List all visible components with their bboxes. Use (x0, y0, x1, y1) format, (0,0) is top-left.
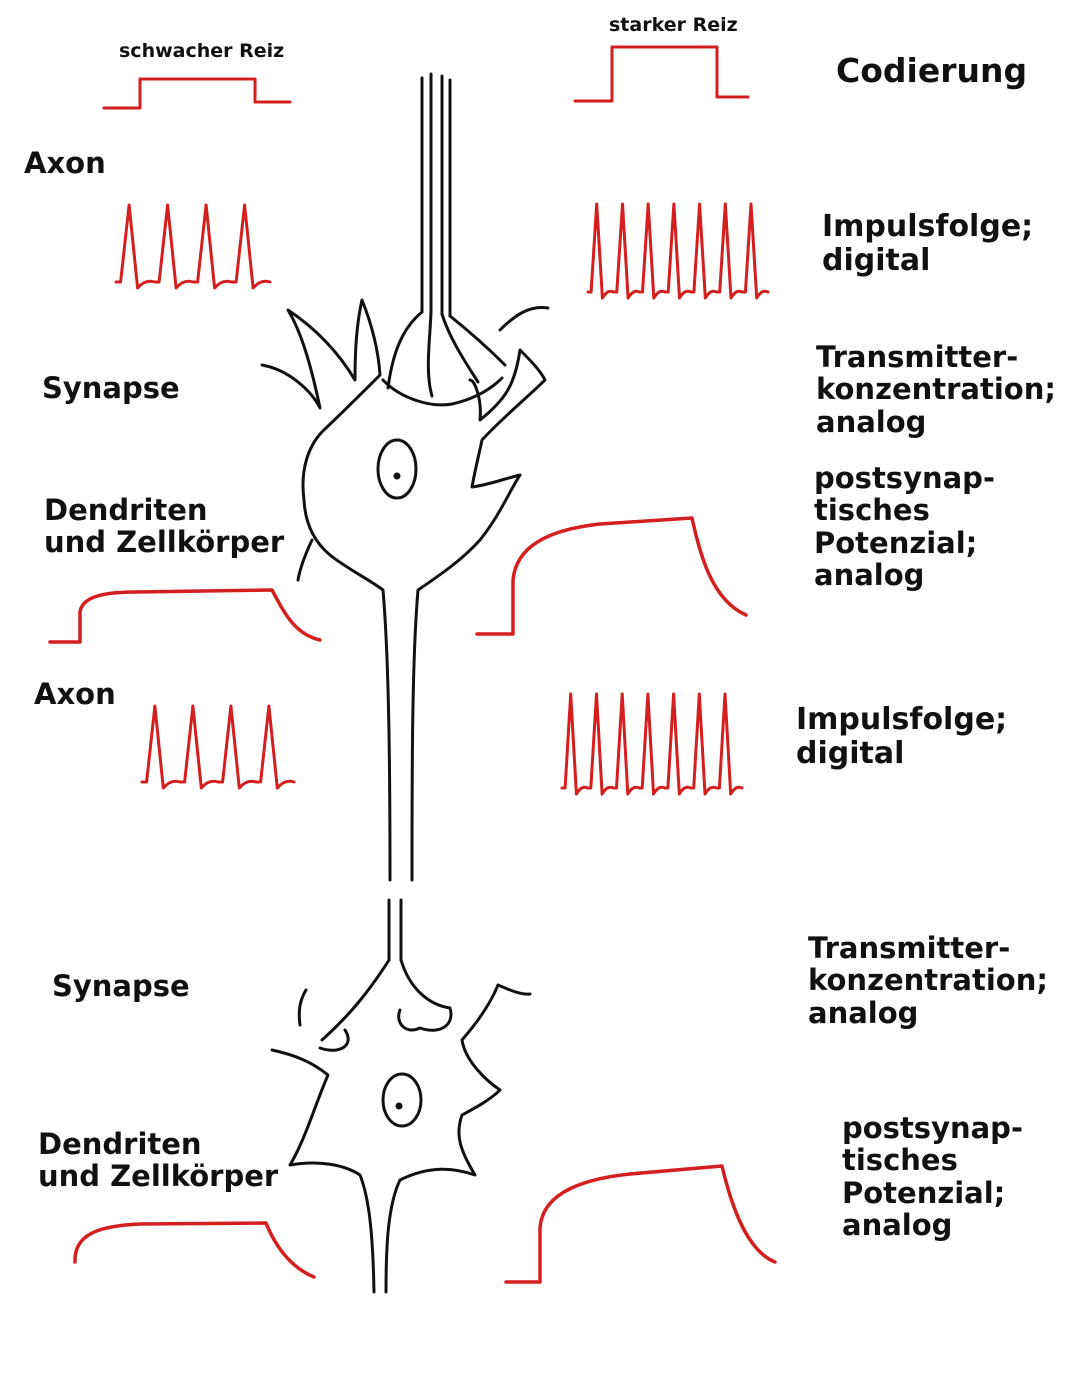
postsynaptic-label-2-line-4: analog (842, 1208, 953, 1243)
lower-neuron (270, 898, 532, 1294)
weak-stimulus-trace (102, 77, 292, 110)
synapse-label-2: Synapse (52, 969, 190, 1003)
strong-axon-2-spikes (560, 692, 744, 796)
transmitter-label-2-line-2: konzentration; (808, 963, 1048, 998)
upper-cell-body (260, 298, 547, 882)
transmitter-label-2-line-1: Transmitter- (808, 931, 1011, 965)
dendrites-label-1: Dendriten und Zellkörper (44, 494, 284, 559)
lower-nucleus (381, 1072, 423, 1128)
postsynaptic-label-2: postsynap- tisches Potenzial; analog (842, 1112, 1023, 1242)
strong-axon-1-spikes (586, 202, 770, 300)
lower-cell-body (270, 983, 532, 1294)
upper-nucleus (376, 438, 418, 500)
dendrites-label-2-line-2: und Zellkörper (38, 1159, 279, 1194)
psp-curve-strong-2 (504, 1164, 777, 1284)
lower-synaptic-terminal (318, 958, 453, 1052)
impulse-label-2-line-1: Impulsfolge; (796, 702, 1008, 737)
synaptic-terminal (381, 310, 507, 407)
axon-label-2: Axon (34, 677, 116, 711)
axon-label-1: Axon (24, 146, 106, 180)
axon-impulse-train-strong-2 (560, 692, 744, 796)
dendrites-label-1-line-2: und Zellkörper (44, 525, 285, 560)
postsynaptic-label-2-line-3: Potenzial; (842, 1175, 1006, 1210)
postsynaptic-label-2-line-2: tisches (842, 1143, 958, 1178)
impulse-label-1-line-1: Impulsfolge; (822, 209, 1034, 244)
weak-stimulus-label: schwacher Reiz (119, 40, 285, 62)
upper-right-branch (498, 305, 550, 332)
transmitter-label-1-line-1: Transmitter- (816, 340, 1019, 374)
transmitter-label-1-line-2: konzentration; (816, 372, 1056, 407)
transmitter-label-1: Transmitter- konzentration; analog (816, 340, 1056, 439)
synapse-label-1: Synapse (42, 371, 180, 405)
impulse-label-1: Impulsfolge; digital (822, 210, 1033, 277)
transmitter-label-2-line-3: analog (808, 995, 919, 1030)
psp-curve-strong-1 (475, 516, 748, 636)
weak-axon-1-spikes (114, 203, 272, 290)
impulse-label-2: Impulsfolge; digital (796, 703, 1007, 770)
weak-axon-2-spikes (140, 704, 296, 790)
lower-nucleolus (395, 1102, 403, 1110)
psp-curve-weak-1 (48, 588, 322, 644)
psp-curve-weak-2 (73, 1221, 316, 1279)
postsynaptic-label-1-line-4: analog (814, 558, 925, 593)
coding-heading: Codierung (836, 51, 1028, 90)
impulse-label-1-line-2: digital (822, 242, 931, 278)
upper-neuron (260, 72, 550, 882)
dendrites-label-1-line-1: Dendriten (44, 493, 208, 527)
dendrites-label-2-line-1: Dendriten (38, 1127, 202, 1161)
transmitter-label-1-line-3: analog (816, 404, 927, 439)
incoming-axon (420, 72, 452, 318)
strong-stimulus-trace (573, 45, 750, 103)
upper-left-branch (296, 538, 314, 582)
postsynaptic-label-1: postsynap- tisches Potenzial; analog (814, 462, 995, 592)
strong-stimulus-label: starker Reiz (609, 14, 738, 36)
lower-incoming-axon (387, 898, 403, 962)
postsynaptic-label-2-line-1: postsynap- (842, 1111, 1023, 1145)
postsynaptic-label-1-line-3: Potenzial; (814, 525, 978, 560)
axon-impulse-train-strong-1 (586, 202, 770, 300)
transmitter-label-2: Transmitter- konzentration; analog (808, 931, 1048, 1030)
postsynaptic-label-1-line-2: tisches (814, 493, 930, 528)
impulse-label-2-line-2: digital (796, 735, 905, 771)
postsynaptic-label-1-line-1: postsynap- (814, 461, 995, 495)
axon-impulse-train-weak-2 (140, 704, 296, 790)
axon-impulse-train-weak-1 (114, 203, 272, 290)
upper-nucleolus (393, 472, 401, 480)
dendrites-label-2: Dendriten und Zellkörper (38, 1128, 278, 1193)
